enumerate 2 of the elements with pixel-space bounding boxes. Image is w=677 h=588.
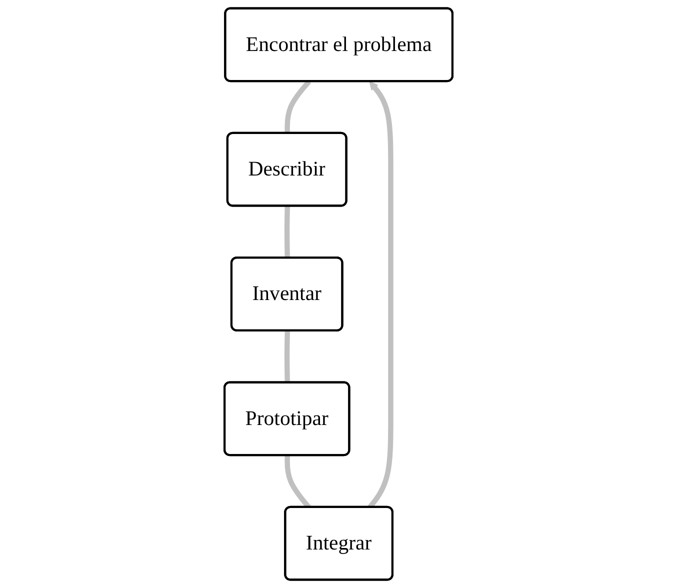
connector [284,206,290,258]
connector [284,330,290,383]
